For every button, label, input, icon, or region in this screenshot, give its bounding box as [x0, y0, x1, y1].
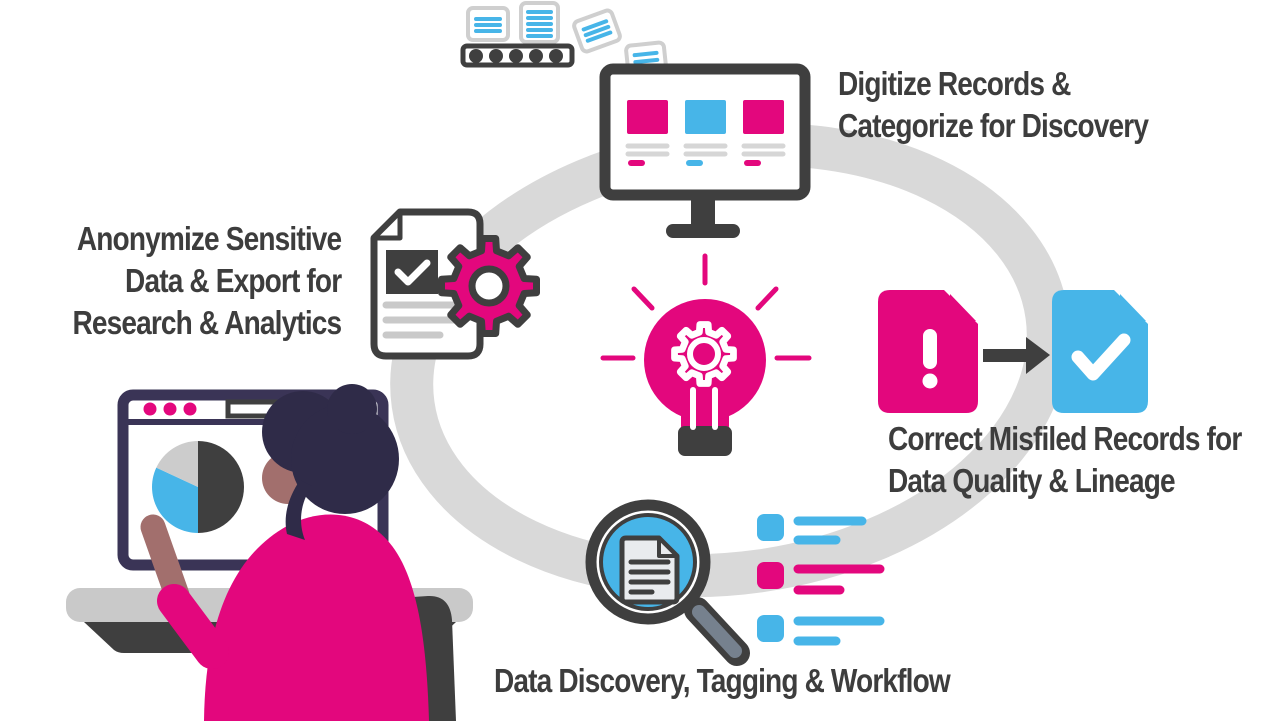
gear-icon	[442, 239, 537, 334]
label-correct: Correct Misfiled Records for Data Qualit…	[888, 418, 1242, 502]
lightbulb-gear-icon	[600, 253, 812, 456]
pie-chart-icon	[152, 441, 244, 533]
card	[741, 100, 786, 166]
person-forearm	[140, 514, 190, 608]
conveyor-belt-icon	[460, 43, 575, 68]
label-line: Correct Misfiled Records for	[888, 420, 1242, 457]
card	[625, 100, 670, 166]
analyst-at-computer-illustration	[66, 384, 473, 721]
label-line: Anonymize Sensitive	[76, 220, 342, 257]
right-arrow-icon	[983, 337, 1050, 374]
label-anonymize: Anonymize Sensitive Data & Export for Re…	[72, 218, 342, 344]
label-line: Data Discovery, Tagging & Workflow	[494, 662, 951, 699]
checklist-icon	[757, 514, 885, 646]
light-rays	[600, 253, 812, 361]
document-icon	[466, 6, 510, 42]
person-hair	[262, 384, 399, 540]
document-icon	[519, 1, 560, 44]
person-sleeve	[157, 584, 229, 669]
document-gear-icon	[370, 208, 537, 360]
label-line: Digitize Records &	[838, 65, 1071, 102]
falling-document-icon	[572, 8, 622, 54]
monitor-cards-icon	[599, 63, 811, 238]
magnifier-checklist-icon	[585, 499, 885, 666]
label-line: Data Quality & Lineage	[888, 462, 1176, 499]
label-discover: Data Discovery, Tagging & Workflow	[494, 660, 951, 702]
window-dot	[143, 402, 157, 416]
misfiled-to-verified-documents-icon	[878, 290, 1148, 413]
magnifier-document-icon	[585, 499, 750, 666]
label-digitize: Digitize Records & Categorize for Discov…	[838, 63, 1149, 147]
error-document-icon	[878, 290, 978, 413]
label-line: Research & Analytics	[72, 304, 342, 341]
label-line: Data & Export for	[124, 262, 342, 299]
window-dot	[163, 402, 177, 416]
label-line: Categorize for Discovery	[838, 107, 1149, 144]
card	[683, 100, 728, 166]
window-dot	[183, 402, 197, 416]
person-body	[204, 514, 429, 721]
verified-document-icon	[1052, 290, 1148, 413]
